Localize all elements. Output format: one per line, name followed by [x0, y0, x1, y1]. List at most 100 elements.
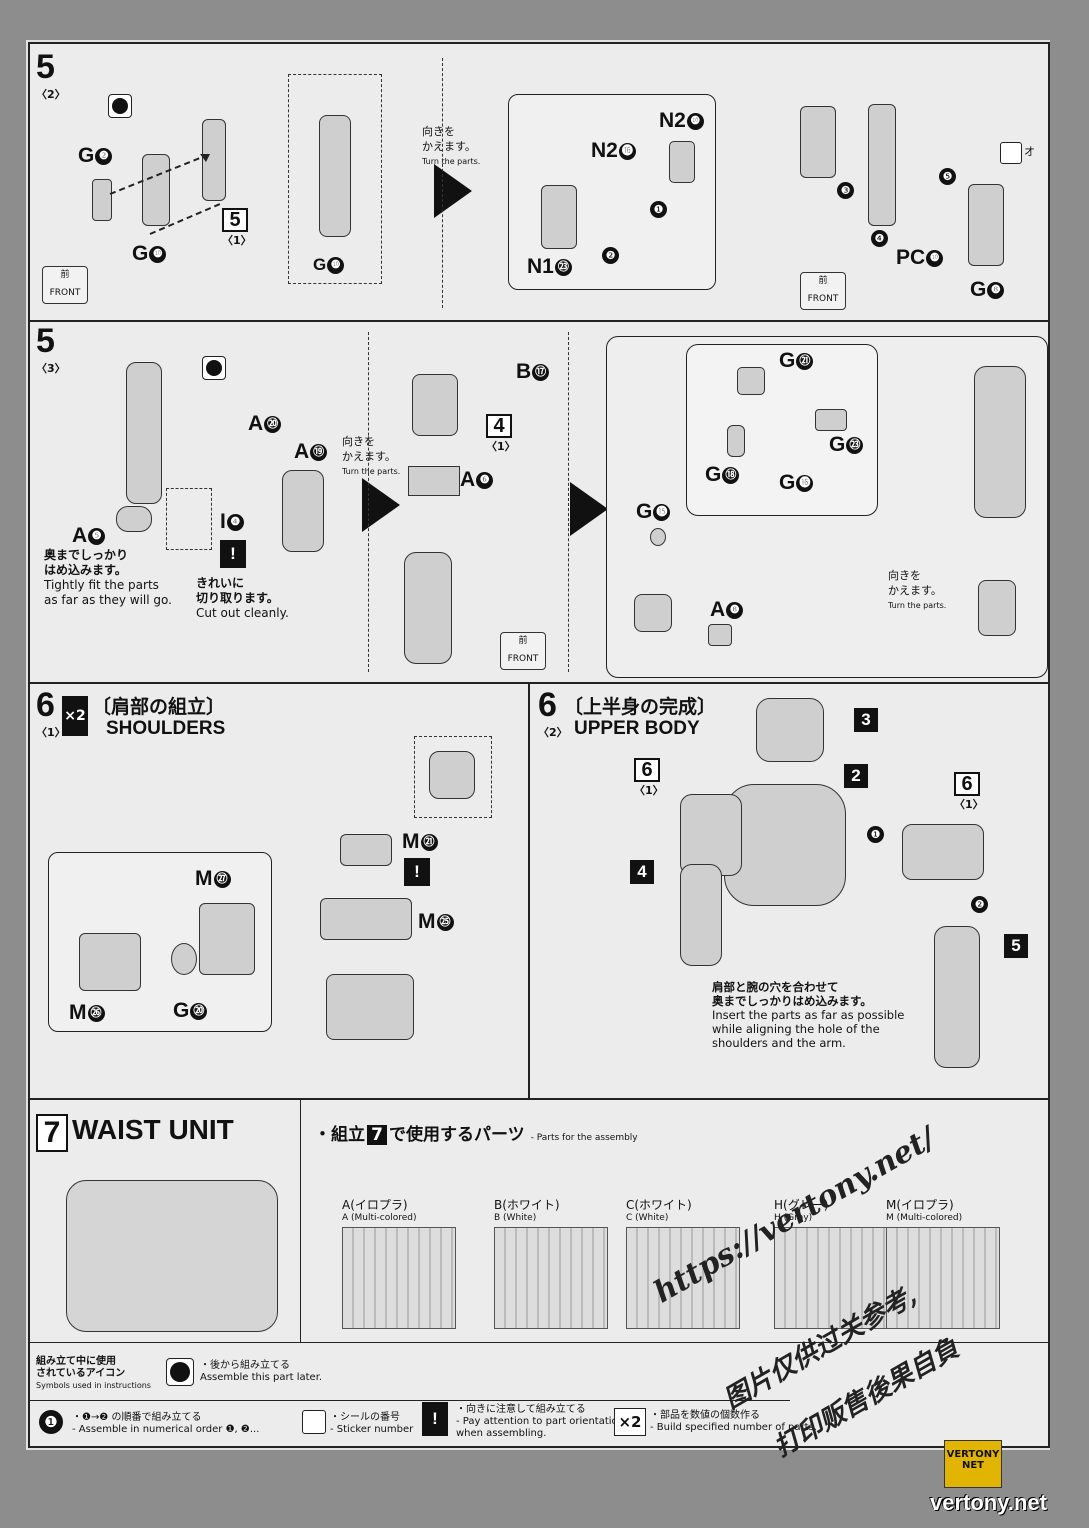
multiply-badge: ×2 [62, 696, 88, 736]
section-title: WAIST UNIT [72, 1114, 234, 1145]
ref-6a: 6 [634, 758, 660, 782]
arm-right [934, 926, 980, 1068]
sticker-icon [1000, 142, 1022, 164]
legend-area [30, 1342, 1048, 1446]
sprue-c-image [626, 1227, 740, 1329]
part-finger-3 [727, 425, 745, 457]
part-a6 [408, 466, 460, 496]
step-number: 5 [36, 322, 55, 360]
order-icon: ❶ [38, 1410, 63, 1434]
part-a19-shape [282, 470, 324, 552]
part-head [756, 698, 824, 762]
part-a8 [708, 624, 732, 646]
ref-6b: 6 [954, 772, 980, 796]
legend-multiply: ・部品を数値の個数作る- Build specified number of p… [650, 1410, 817, 1433]
part-n1-shape [541, 185, 577, 249]
part-g2-shape [92, 179, 112, 221]
sticker-icon [302, 1410, 326, 1434]
part-n2-shape [669, 141, 695, 183]
step-number: 6 [538, 686, 557, 724]
part-hand-complete [978, 580, 1016, 636]
seq-2-badge: ❷ [601, 245, 619, 264]
part-g15 [650, 528, 666, 546]
part-m27-shape [199, 903, 255, 975]
turn-parts-note-2: 向きを かえます。Turn the parts. [888, 569, 947, 610]
vertony-badge: VERTONY NET [944, 1440, 1002, 1488]
part-arm-complete [974, 366, 1026, 518]
sprue-h: H(グレー) H (Gray) [774, 1198, 888, 1329]
sprue-c-jp: C(ホワイト) [626, 1198, 692, 1212]
sprue-m-en: M (Multi-colored) [886, 1213, 963, 1223]
turn-parts-note: 向きを かえます。Turn the parts. [422, 125, 481, 166]
substep-label: 〈3〉 [36, 362, 66, 375]
shoulder-assembled [326, 974, 414, 1040]
part-finger-1 [737, 367, 765, 395]
vertony-site: vertony.net [930, 1490, 1047, 1515]
substep-label: 〈2〉 [36, 88, 66, 101]
part-m26-shape [79, 933, 141, 991]
step-number: 5 [36, 48, 55, 86]
fit-note: 奥までしっかり はめ込みます。Tightly fit the parts as … [44, 548, 172, 607]
dashed-divider-2 [568, 332, 569, 672]
ref-6a-sub: 〈1〉 [634, 784, 664, 797]
sprue-b-jp: B(ホワイト) [494, 1198, 560, 1212]
arm-left [680, 864, 722, 966]
section-title-jp: 〔上半身の完成〕 [564, 697, 717, 718]
section-title-jp: 〔肩部の組立〕 [92, 697, 226, 718]
shoulder-detail-box [414, 736, 492, 818]
seq-1-badge: ❶ [866, 824, 884, 843]
step-6-2-panel: 6 〈2〉 〔上半身の完成〕 UPPER BODY 3 6 〈1〉 2 4 6 … [528, 682, 1050, 1100]
ref-6b-sub: 〈1〉 [954, 798, 984, 811]
waist-unit-illustration [66, 1180, 278, 1332]
cut-note: きれいに 切り取ります。Cut out cleanly. [196, 576, 289, 620]
substep-label: 〈1〉 [36, 726, 66, 739]
legend-sticker: ・シールの番号- Sticker number [330, 1412, 414, 1435]
ref-5: 5 [1004, 934, 1028, 958]
sprue-m-jp: M(イロプラ) [886, 1198, 954, 1212]
dashed-divider [442, 58, 443, 308]
sprue-a-jp: A(イロプラ) [342, 1198, 408, 1212]
legend-orientation: ・向きに注意して組み立てる- Pay attention to part ori… [456, 1404, 624, 1439]
next-arrow-2 [570, 482, 608, 536]
part-m25-shape [320, 898, 412, 940]
cut-detail-box [166, 488, 212, 550]
next-arrow [362, 478, 400, 532]
sprue-c: C(ホワイト) C (White) [626, 1198, 740, 1329]
seq-1-badge: ❶ [649, 199, 667, 218]
section-title-en: SHOULDERS [106, 718, 226, 739]
seq-2-badge: ❷ [970, 894, 988, 913]
part-a5-ring [116, 506, 152, 532]
part-forearm [126, 362, 162, 504]
insert-note: 肩部と腕の穴を合わせて 奥までしっかりはめ込みます。Insert the par… [712, 980, 905, 1050]
part-upper-arm [412, 374, 458, 436]
ref-4: 4 [630, 860, 654, 884]
part-hip-frame [800, 106, 836, 178]
sprue-h-en: H (Gray) [774, 1213, 813, 1223]
step-number: 7 [36, 1114, 68, 1152]
sprue-b-image [494, 1227, 608, 1329]
ref-step-4-sub: 〈1〉 [486, 440, 516, 453]
